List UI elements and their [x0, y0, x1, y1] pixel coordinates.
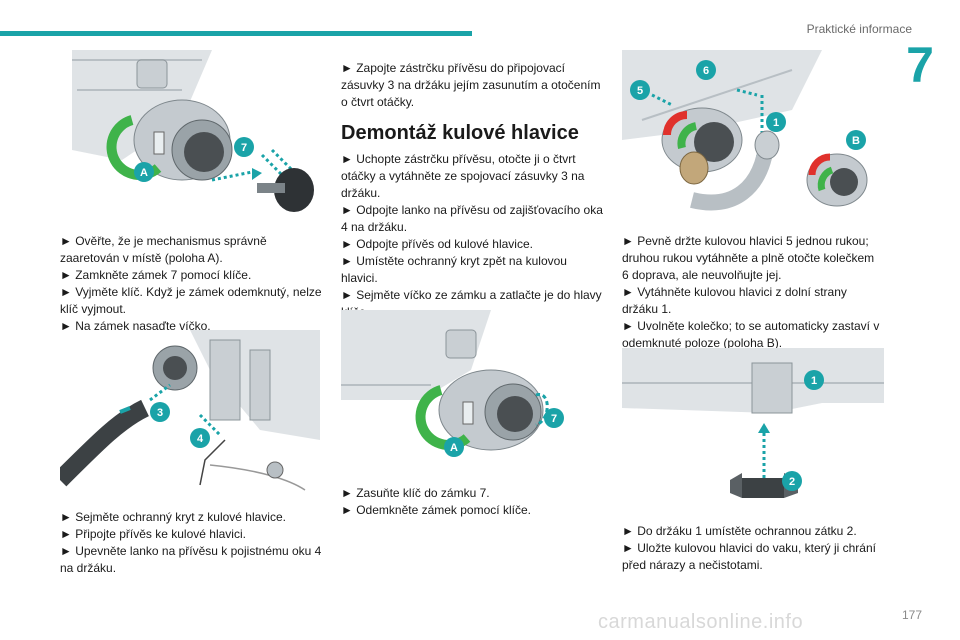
fig2-label-3: 3: [157, 407, 163, 419]
step: ► Uvolněte kolečko; to se automaticky za…: [622, 319, 880, 350]
step: ► Připojte přívěs ke kulové hlavici.: [60, 527, 246, 541]
figure-lock-cap: 7 A: [62, 50, 320, 220]
page-number: 177: [901, 608, 922, 622]
section-title: Praktické informace: [806, 22, 912, 36]
step: ► Odpojte lanko na přívěsu od zajišťovac…: [341, 203, 603, 234]
step: ► Vyjměte klíč. Když je zámek odemknutý,…: [60, 285, 322, 316]
figure-lock-key: 7 A: [341, 310, 603, 470]
step: ► Do držáku 1 umístěte ochrannou zátku 2…: [622, 524, 857, 538]
col3-steps: ► Pevně držte kulovou hlavici 5 jednou r…: [622, 233, 884, 352]
fig4-label-b: B: [852, 135, 860, 147]
col1-steps-b: ► Sejměte ochranný kryt z kulové hlavice…: [60, 509, 322, 577]
col1-steps-a: ► Ověřte, že je mechanismus správně zaar…: [60, 233, 322, 335]
fig5-label-1: 1: [811, 375, 817, 387]
section-heading: Demontáž kulové hlavice: [341, 122, 579, 144]
fig4-label-6: 6: [703, 65, 709, 77]
header-accent-bar: [0, 31, 472, 36]
step: ► Uložte kulovou hlavici do vaku, který …: [622, 541, 876, 572]
fig3-label-a: A: [450, 442, 458, 454]
step: ► Odemkněte zámek pomocí klíče.: [341, 503, 531, 517]
fig1-label-a: A: [140, 167, 148, 179]
fig4-label-1: 1: [773, 117, 779, 129]
step: ► Uchopte zástrčku přívěsu, otočte ji o …: [341, 152, 585, 200]
step: ► Sejměte ochranný kryt z kulové hlavice…: [60, 510, 286, 524]
col2-top: ► Zapojte zástrčku přívěsu do připojovac…: [341, 60, 603, 321]
step: ► Upevněte lanko na přívěsu k pojistnému…: [60, 544, 322, 575]
fig3-label-7: 7: [551, 413, 557, 425]
chapter-number: 7: [906, 37, 934, 93]
col2-steps-b: ► Zasuňte klíč do zámku 7. ► Odemkněte z…: [341, 485, 603, 519]
figure-protective-plug: 1 2: [622, 348, 884, 508]
step: ► Zasuňte klíč do zámku 7.: [341, 486, 490, 500]
figure-socket-cable: 3 4: [60, 330, 320, 500]
fig2-label-4: 4: [197, 433, 204, 445]
step: ► Zapojte zástrčku přívěsu do připojovac…: [341, 61, 601, 109]
step: ► Ověřte, že je mechanismus správně zaar…: [60, 234, 267, 265]
step: ► Odpojte přívěs od kulové hlavice.: [341, 237, 533, 251]
step: ► Umístěte ochranný kryt zpět na kulovou…: [341, 254, 567, 285]
step: ► Zamkněte zámek 7 pomocí klíče.: [60, 268, 252, 282]
fig5-label-2: 2: [789, 476, 795, 488]
step: ► Na zámek nasaďte víčko.: [60, 319, 211, 333]
fig1-label-7: 7: [241, 142, 247, 154]
fig4-label-5: 5: [637, 85, 643, 97]
watermark: carmanualsonline.info: [598, 611, 804, 633]
step: ► Pevně držte kulovou hlavici 5 jednou r…: [622, 234, 875, 282]
step: ► Vytáhněte kulovou hlavici z dolní stra…: [622, 285, 847, 316]
col3-steps-b: ► Do držáku 1 umístěte ochrannou zátku 2…: [622, 523, 884, 574]
figure-ball-removal: 5 6 1 B: [622, 50, 884, 220]
